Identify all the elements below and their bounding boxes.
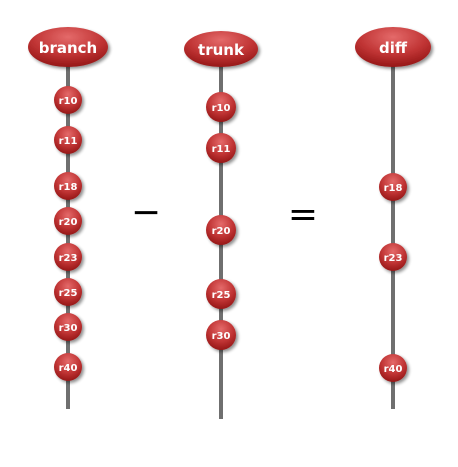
branch-revision-label: r25 <box>59 288 78 299</box>
branch-revision-circle <box>54 313 82 341</box>
branch-revision-circle <box>54 353 82 381</box>
diff-revision-circle <box>379 243 407 271</box>
branch-revision-label: r40 <box>59 363 78 374</box>
branch-revision-circle <box>54 207 82 235</box>
branch-head-label: branch <box>39 39 98 57</box>
branch-revision-circle <box>54 172 82 200</box>
diff-column-line <box>391 66 395 409</box>
diff-revision-node: r40 <box>379 354 407 382</box>
diff-revision-label: r23 <box>384 253 403 264</box>
trunk-revision-label: r30 <box>212 331 231 342</box>
diff-revision-circle <box>379 173 407 201</box>
diff-column: diff r18 r23 r40 <box>355 27 431 409</box>
branch-revision-node: r11 <box>54 126 82 154</box>
diff-revision-label: r18 <box>384 183 403 194</box>
branch-revision-label: r10 <box>59 96 78 107</box>
branch-column: branch r10 r11 r18 r20 r23 r25 r30 r40 <box>28 27 108 409</box>
branch-revision-node: r30 <box>54 313 82 341</box>
trunk-revision-circle <box>206 92 236 122</box>
branch-revision-circle <box>54 126 82 154</box>
branch-revision-label: r18 <box>59 182 78 193</box>
diff-head-label: diff <box>379 39 408 57</box>
trunk-revision-circle <box>206 133 236 163</box>
trunk-revision-node: r11 <box>206 133 236 163</box>
diff-revision-node: r18 <box>379 173 407 201</box>
branch-revision-node: r18 <box>54 172 82 200</box>
trunk-revision-circle <box>206 320 236 350</box>
diff-revision-label: r40 <box>384 364 403 375</box>
diff-head-node <box>355 27 431 67</box>
branch-revision-circle <box>54 243 82 271</box>
branch-revision-node: r23 <box>54 243 82 271</box>
trunk-revision-node: r30 <box>206 320 236 350</box>
trunk-head-node <box>184 31 258 67</box>
branch-revision-label: r23 <box>59 253 78 264</box>
branch-revision-node: r20 <box>54 207 82 235</box>
trunk-column: trunk r10 r11 r20 r25 r30 <box>184 31 258 419</box>
trunk-revision-circle <box>206 279 236 309</box>
branch-revision-circle <box>54 86 82 114</box>
branch-revision-label: r11 <box>59 136 78 147</box>
minus-operator: − <box>131 192 161 233</box>
branch-revision-label: r30 <box>59 323 78 334</box>
trunk-revision-node: r25 <box>206 279 236 309</box>
trunk-revision-label: r10 <box>212 103 231 114</box>
diff-revision-circle <box>379 354 407 382</box>
trunk-revision-label: r11 <box>212 144 231 155</box>
trunk-revision-circle <box>206 215 236 245</box>
branch-revision-node: r25 <box>54 278 82 306</box>
trunk-revision-node: r20 <box>206 215 236 245</box>
trunk-revision-label: r25 <box>212 290 231 301</box>
trunk-revision-label: r20 <box>212 226 231 237</box>
trunk-head-label: trunk <box>198 41 245 59</box>
branch-revision-label: r20 <box>59 217 78 228</box>
diff-revision-node: r23 <box>379 243 407 271</box>
branch-column-line <box>66 66 70 409</box>
branch-revision-node: r10 <box>54 86 82 114</box>
branch-revision-circle <box>54 278 82 306</box>
trunk-revision-node: r10 <box>206 92 236 122</box>
branch-head-node <box>28 27 108 67</box>
branch-revision-node: r40 <box>54 353 82 381</box>
equals-operator: = <box>288 194 318 235</box>
